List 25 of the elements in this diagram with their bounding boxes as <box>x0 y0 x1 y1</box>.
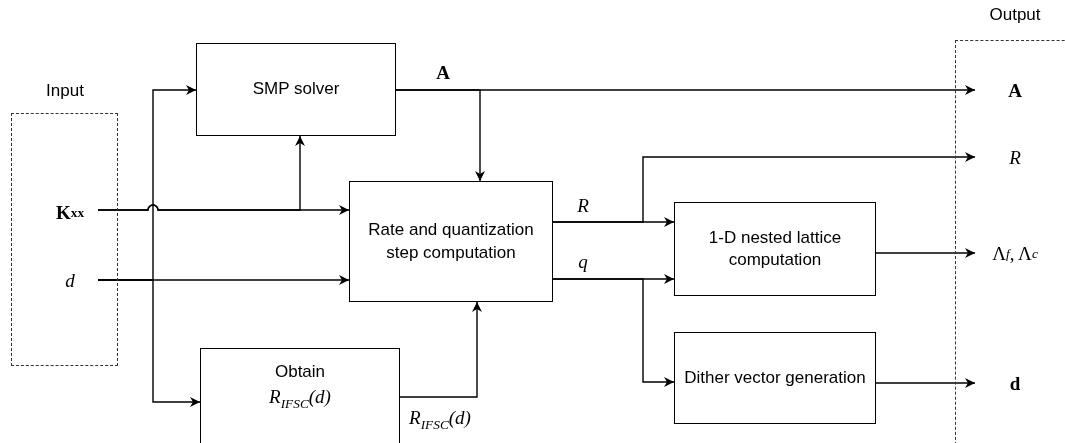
arrow <box>395 85 976 95</box>
arrow <box>97 204 350 215</box>
process-box <box>200 348 400 443</box>
box-label: 1-D nested lattice computation <box>707 226 843 271</box>
box-label: R$_{IFSC}$(d) <box>269 385 331 413</box>
box-label: Obtain <box>274 361 326 383</box>
signal-label: R <box>976 146 1054 170</box>
arrow <box>97 279 201 407</box>
process-box <box>196 43 396 136</box>
box-label: Dither vector generation <box>684 366 866 389</box>
signal-label: d <box>976 372 1054 396</box>
signal-label: d <box>41 269 99 293</box>
process-box <box>674 332 876 424</box>
group-heading: Input <box>46 81 84 101</box>
signal-label: A <box>976 79 1054 103</box>
arrow <box>399 301 482 398</box>
process-box <box>674 202 876 296</box>
arrow <box>552 278 675 387</box>
group-heading: Output <box>989 5 1041 25</box>
box-label: SMP solver <box>252 78 340 101</box>
box-label: Rate and quantization step computation <box>367 219 535 264</box>
arrow <box>875 378 976 388</box>
process-box <box>349 181 553 302</box>
arrow <box>875 248 976 258</box>
arrow <box>552 152 976 223</box>
